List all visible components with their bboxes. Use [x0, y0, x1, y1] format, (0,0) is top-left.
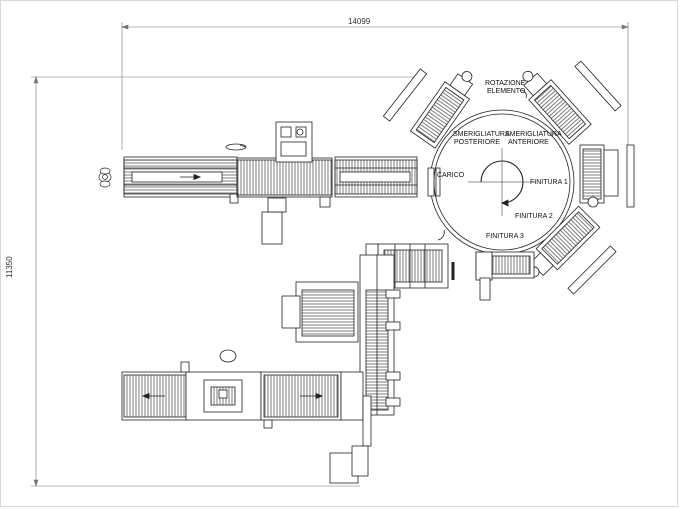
finishing-3-label: FINITURA 3 — [486, 233, 524, 240]
storage-unit — [281, 281, 359, 343]
loading-label: CARICO — [437, 172, 465, 179]
finishing-station-2 — [528, 205, 617, 295]
finishing-station-3 — [451, 251, 535, 301]
width-dimension-label: 14099 — [348, 17, 371, 26]
outfeed-conveyor — [121, 349, 372, 484]
front-grinding-label-line2: ANTERIORE — [508, 139, 549, 146]
rotation-label-line2: ELEMENTO — [487, 88, 526, 95]
transfer-conveyor-right — [334, 156, 418, 198]
arrow-head-left — [121, 24, 129, 30]
operator-figure-top-left — [98, 167, 112, 188]
arrow-head-top — [33, 76, 39, 84]
transfer-station — [225, 121, 333, 245]
vertical-transfer-line — [359, 254, 401, 416]
infeed-conveyor — [123, 156, 239, 204]
small-side-conveyors — [427, 167, 441, 197]
arrow-head-bottom — [33, 479, 39, 487]
finishing-2-label: FINITURA 2 — [515, 213, 553, 220]
dimension-lines — [31, 22, 629, 487]
front-grinding-station — [522, 60, 622, 145]
front-grinding-label-line1: SMERIGLIATURA — [505, 131, 562, 138]
finishing-station-1 — [579, 144, 635, 208]
rear-grinding-station — [382, 68, 474, 149]
height-dimension-label: 11350 — [5, 256, 14, 278]
rear-grinding-label-line2: POSTERIORE — [454, 139, 500, 146]
rear-grinding-label-line1: SMERIGLIATURA — [453, 131, 510, 138]
finishing-1-label: FINITURA 1 — [530, 179, 568, 186]
arrow-head-right — [621, 24, 629, 30]
rotation-label-line1: ROTAZIONE — [485, 80, 526, 87]
